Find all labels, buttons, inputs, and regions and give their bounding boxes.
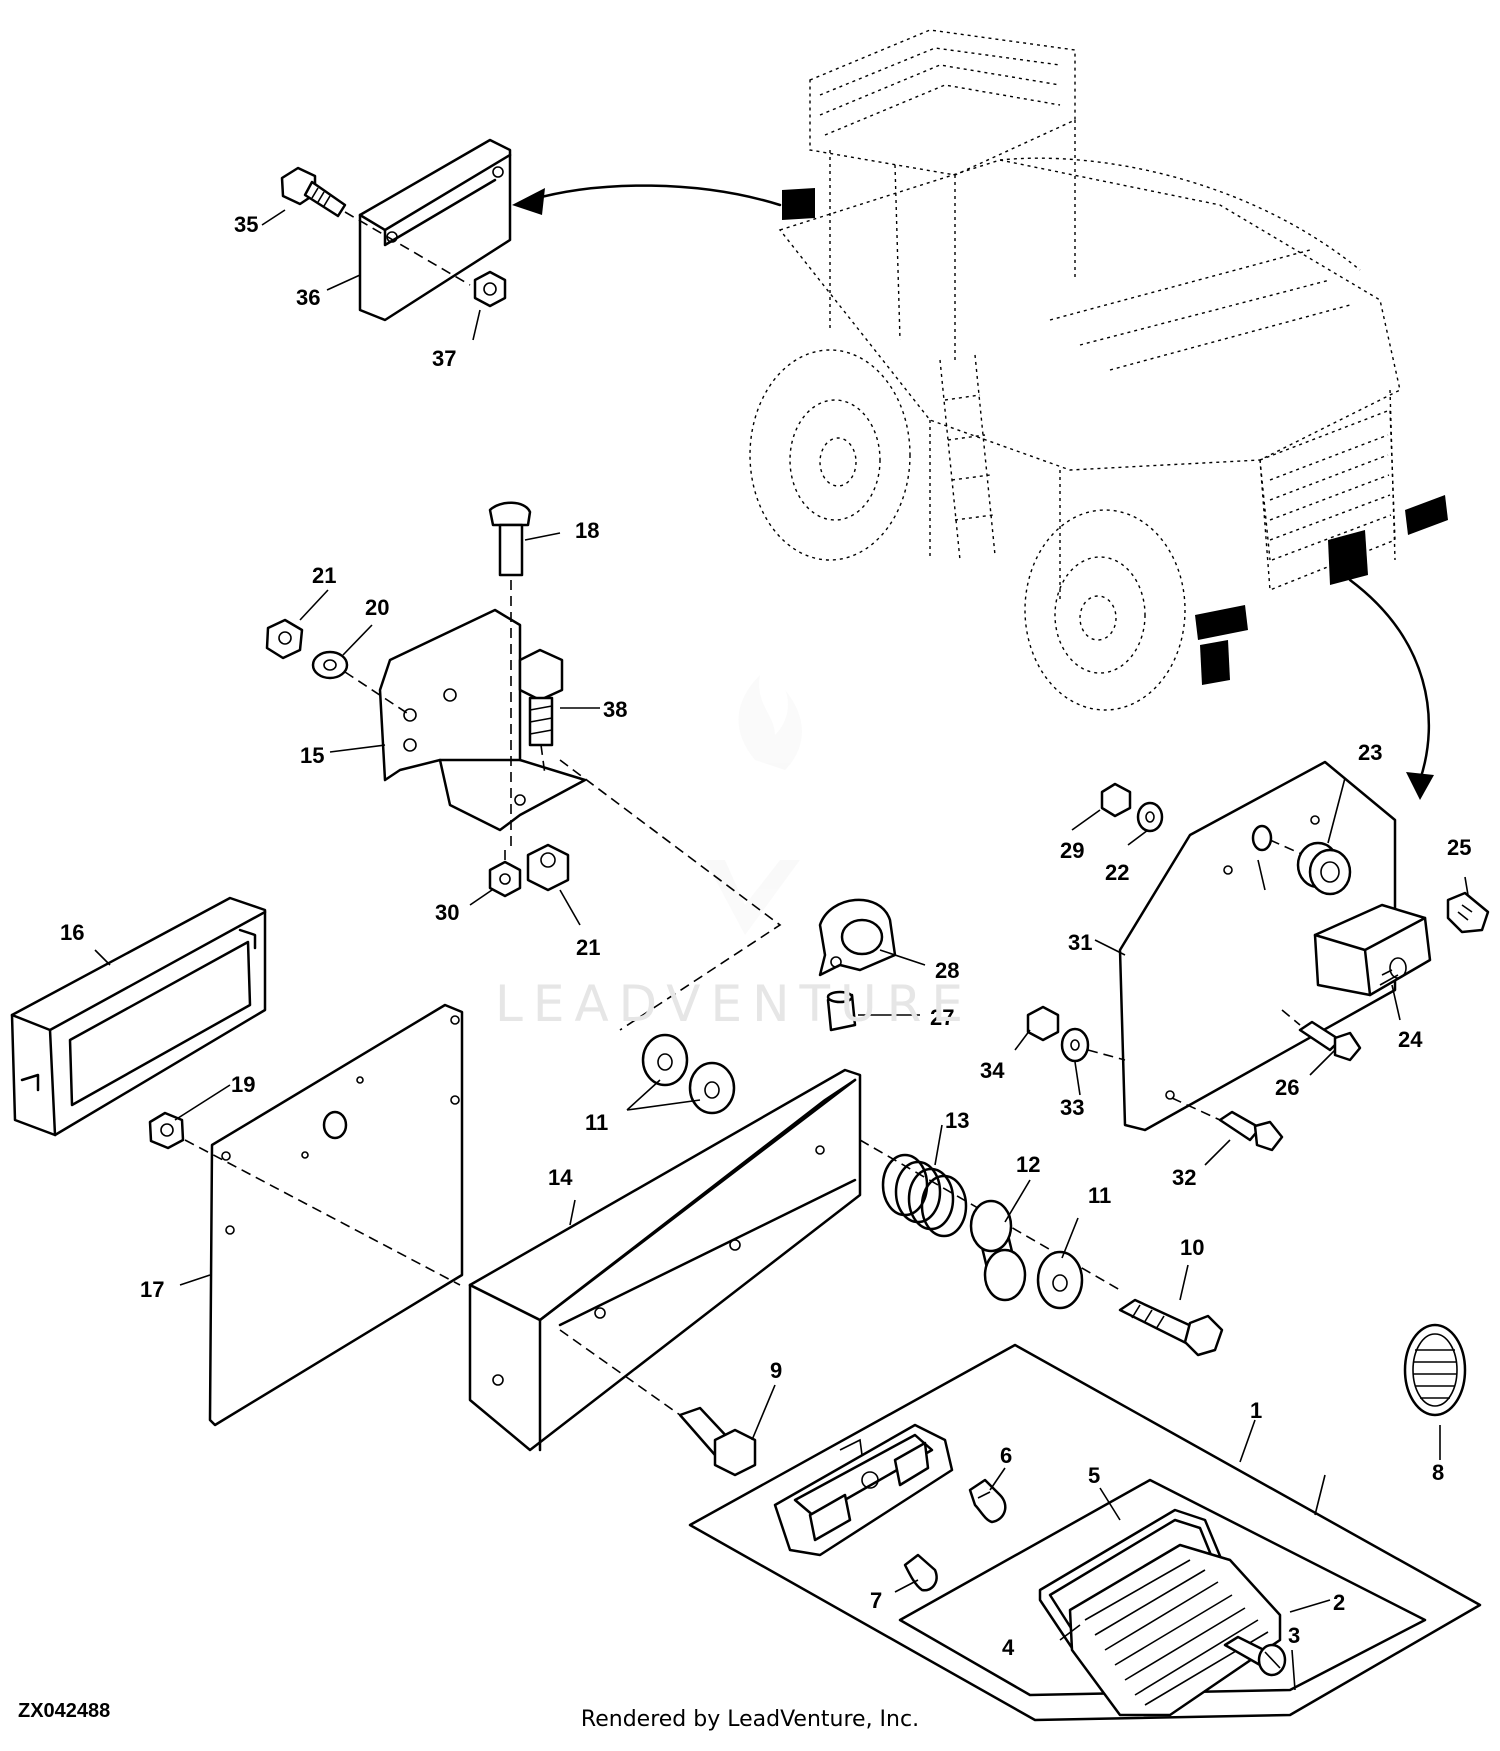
callout-11-pair: 11 — [585, 1110, 608, 1135]
callout-20: 20 — [365, 595, 389, 620]
callout-30: 30 — [435, 900, 459, 925]
callout-32: 32 — [1172, 1165, 1196, 1190]
callout-8: 8 — [1432, 1460, 1444, 1485]
washer-11-a — [641, 1033, 689, 1087]
spring-13 — [881, 1153, 968, 1238]
reflector-8 — [1403, 1323, 1467, 1417]
callout-14: 14 — [548, 1165, 573, 1190]
callout-34: 34 — [980, 1058, 1005, 1083]
nut-30 — [488, 860, 522, 898]
watermark-text: LEADVENTURE — [495, 975, 973, 1033]
leader-lines — [94, 209, 1469, 1691]
callout-4: 4 — [1002, 1635, 1015, 1660]
callout-17: 17 — [140, 1277, 164, 1302]
leadventure-logo-icon — [705, 675, 802, 935]
plate-17 — [208, 1003, 464, 1427]
callout-38: 38 — [603, 697, 627, 722]
plate-16 — [10, 896, 267, 1137]
bolt-35 — [280, 166, 347, 218]
callout-11: 11 — [1088, 1183, 1111, 1208]
callout-13: 13 — [945, 1108, 969, 1133]
callout-33: 33 — [1060, 1095, 1084, 1120]
lamp-24 — [1313, 903, 1432, 997]
callout-31: 31 — [1068, 930, 1092, 955]
render-credit: Rendered by LeadVenture, Inc. — [580, 1707, 920, 1732]
callout-29: 29 — [1060, 838, 1084, 863]
callout-19: 19 — [231, 1072, 255, 1097]
screw-26 — [1298, 1020, 1362, 1062]
grommet-23 — [1296, 841, 1352, 896]
screw-32 — [1218, 1110, 1284, 1152]
callout-28: 28 — [935, 958, 959, 983]
callout-16: 16 — [60, 920, 84, 945]
figure-id: ZX042488 — [18, 1700, 111, 1722]
callout-12: 12 — [1016, 1152, 1040, 1177]
bolt-10 — [1118, 1298, 1224, 1357]
nut-29 — [1100, 782, 1132, 818]
callout-21: 21 — [312, 563, 336, 588]
callout-37: 37 — [432, 346, 456, 371]
bolt-18 — [488, 501, 532, 577]
callout-36: 36 — [296, 285, 320, 310]
plate-bracket-36 — [358, 138, 512, 322]
callout-23: 23 — [1358, 740, 1382, 765]
callout-9: 9 — [770, 1358, 782, 1383]
nut-21 — [265, 618, 304, 660]
callout-24: 24 — [1398, 1027, 1423, 1052]
callout-35: 35 — [234, 212, 258, 237]
callout-6: 6 — [1000, 1443, 1012, 1468]
callout-3: 3 — [1288, 1623, 1300, 1648]
nut-21-lower — [526, 843, 570, 892]
clamp-28 — [818, 898, 897, 977]
lens-2 — [1068, 1543, 1282, 1717]
washer-22 — [1136, 801, 1164, 833]
callout-27: 27 — [930, 1005, 954, 1030]
nut-34 — [1026, 1005, 1060, 1042]
lamp-housing — [773, 1423, 954, 1557]
callout-5: 5 — [1088, 1463, 1100, 1488]
bulb-25 — [1446, 891, 1490, 934]
washer-11-c — [1036, 1250, 1084, 1310]
nut-19 — [148, 1111, 185, 1150]
callout-1: 1 — [1250, 1398, 1262, 1423]
washer-11-b — [688, 1061, 736, 1115]
kit-outline-1 — [688, 1343, 1482, 1722]
callout-10: 10 — [1180, 1235, 1204, 1260]
washer-33 — [1060, 1027, 1090, 1063]
callout-21-lower: 21 — [576, 935, 600, 960]
bulb-7 — [903, 1553, 938, 1592]
callout-2: 2 — [1333, 1590, 1345, 1615]
bolt-38 — [518, 648, 564, 747]
washer-20 — [311, 650, 349, 680]
bulb-6 — [968, 1478, 1007, 1524]
machine-outline-icon — [512, 29, 1448, 800]
callout-22: 22 — [1105, 860, 1129, 885]
screw-3 — [1223, 1635, 1287, 1677]
spacer-12 — [969, 1199, 1027, 1302]
callout-labels: 35 36 37 18 21 20 15 38 30 21 16 19 17 1… — [60, 212, 1471, 1660]
callout-25: 25 — [1447, 835, 1471, 860]
nut-37 — [473, 270, 507, 308]
callout-26: 26 — [1275, 1075, 1299, 1100]
spacer-27 — [826, 990, 857, 1032]
callout-15: 15 — [300, 743, 324, 768]
callout-18: 18 — [575, 518, 599, 543]
bracket-14 — [468, 1068, 862, 1452]
callout-7: 7 — [870, 1588, 882, 1613]
bracket-15 — [378, 608, 587, 832]
bolt-9 — [678, 1406, 757, 1477]
